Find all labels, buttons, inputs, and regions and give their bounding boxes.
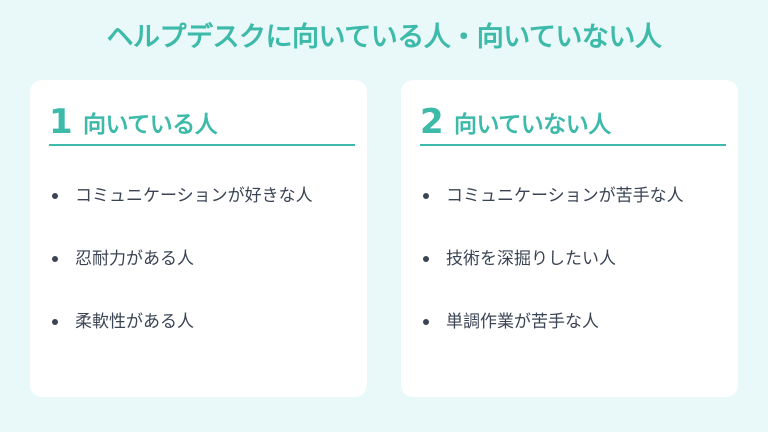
item-list: コミュニケーションが苦手な人 技術を深掘りしたい人 単調作業が苦手な人	[423, 180, 738, 369]
card-number: 2	[420, 102, 444, 142]
list-item: 柔軟性がある人	[52, 306, 367, 369]
card-suitable: 1 向いている人 コミュニケーションが好きな人 忍耐力がある人 柔軟性がある人	[30, 80, 367, 397]
list-item-text: コミュニケーションが好きな人	[75, 186, 313, 206]
card-heading-label: 向いていない人	[454, 112, 611, 138]
page-title: ヘルプデスクに向いている人・向いていない人	[106, 22, 662, 53]
list-item-text: 単調作業が苦手な人	[446, 312, 599, 332]
card-heading-label: 向いている人	[83, 112, 218, 138]
card-heading: 1 向いている人	[49, 100, 355, 146]
list-item: 単調作業が苦手な人	[423, 306, 738, 369]
bullet-icon	[52, 256, 58, 262]
bullet-icon	[423, 256, 429, 262]
bullet-icon	[52, 319, 58, 325]
card-number: 1	[49, 102, 73, 142]
list-item-text: 柔軟性がある人	[75, 312, 194, 332]
bullet-icon	[423, 319, 429, 325]
card-heading: 2 向いていない人	[420, 100, 726, 146]
card-unsuitable: 2 向いていない人 コミュニケーションが苦手な人 技術を深掘りしたい人 単調作業…	[401, 80, 738, 397]
item-list: コミュニケーションが好きな人 忍耐力がある人 柔軟性がある人	[52, 180, 367, 369]
bullet-icon	[52, 193, 58, 199]
bullet-icon	[423, 193, 429, 199]
list-item: コミュニケーションが好きな人	[52, 180, 367, 243]
list-item: コミュニケーションが苦手な人	[423, 180, 738, 243]
list-item-text: 忍耐力がある人	[75, 249, 194, 269]
list-item-text: 技術を深掘りしたい人	[446, 249, 616, 269]
list-item-text: コミュニケーションが苦手な人	[446, 186, 684, 206]
list-item: 技術を深掘りしたい人	[423, 243, 738, 306]
list-item: 忍耐力がある人	[52, 243, 367, 306]
